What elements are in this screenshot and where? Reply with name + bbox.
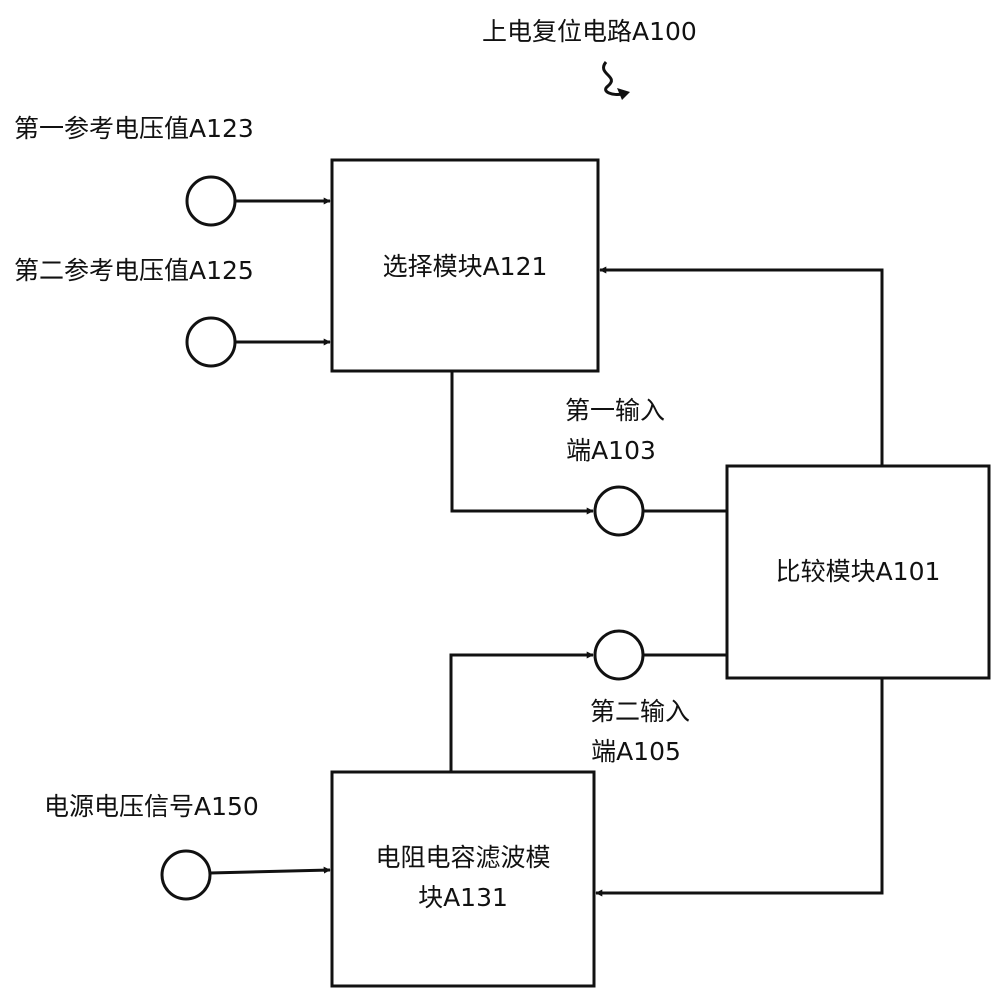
rc-filter-module-label-line2: 块A131 [418, 883, 508, 912]
title-pointer-squiggle [602, 61, 623, 96]
compare-module-box [725, 464, 991, 680]
terminal-input2 [593, 629, 645, 681]
wire-select-to-input1 [450, 371, 594, 515]
wire-compare-to-select [599, 266, 884, 466]
title-pointer-arrowhead [617, 88, 630, 100]
terminal-power [160, 849, 212, 901]
terminal-input1 [593, 485, 645, 537]
terminal-ref1 [185, 175, 237, 227]
select-module-box [330, 158, 600, 373]
label-ref1: 第一参考电压值A123 [14, 114, 254, 143]
label-input1-line2: 端A103 [566, 436, 656, 465]
label-power: 电源电压信号A150 [44, 792, 259, 821]
rc-filter-module-label-line1: 电阻电容滤波模 [375, 843, 550, 872]
label-input2-line2: 端A105 [591, 737, 681, 766]
terminal-ref2 [185, 316, 237, 368]
select-module-label: 选择模块A121 [383, 252, 548, 281]
label-input1-line1: 第一输入 [565, 396, 665, 425]
wire-power-to-rc [209, 866, 331, 875]
label-input2-line1: 第二输入 [590, 697, 690, 726]
compare-module-label: 比较模块A101 [776, 557, 941, 586]
wire-rc-to-input2 [449, 651, 594, 772]
label-ref2: 第二参考电压值A125 [14, 256, 254, 285]
wire-compare-to-rc [595, 678, 884, 897]
diagram-title: 上电复位电路A100 [482, 17, 697, 46]
rc-filter-module-box [330, 770, 596, 988]
